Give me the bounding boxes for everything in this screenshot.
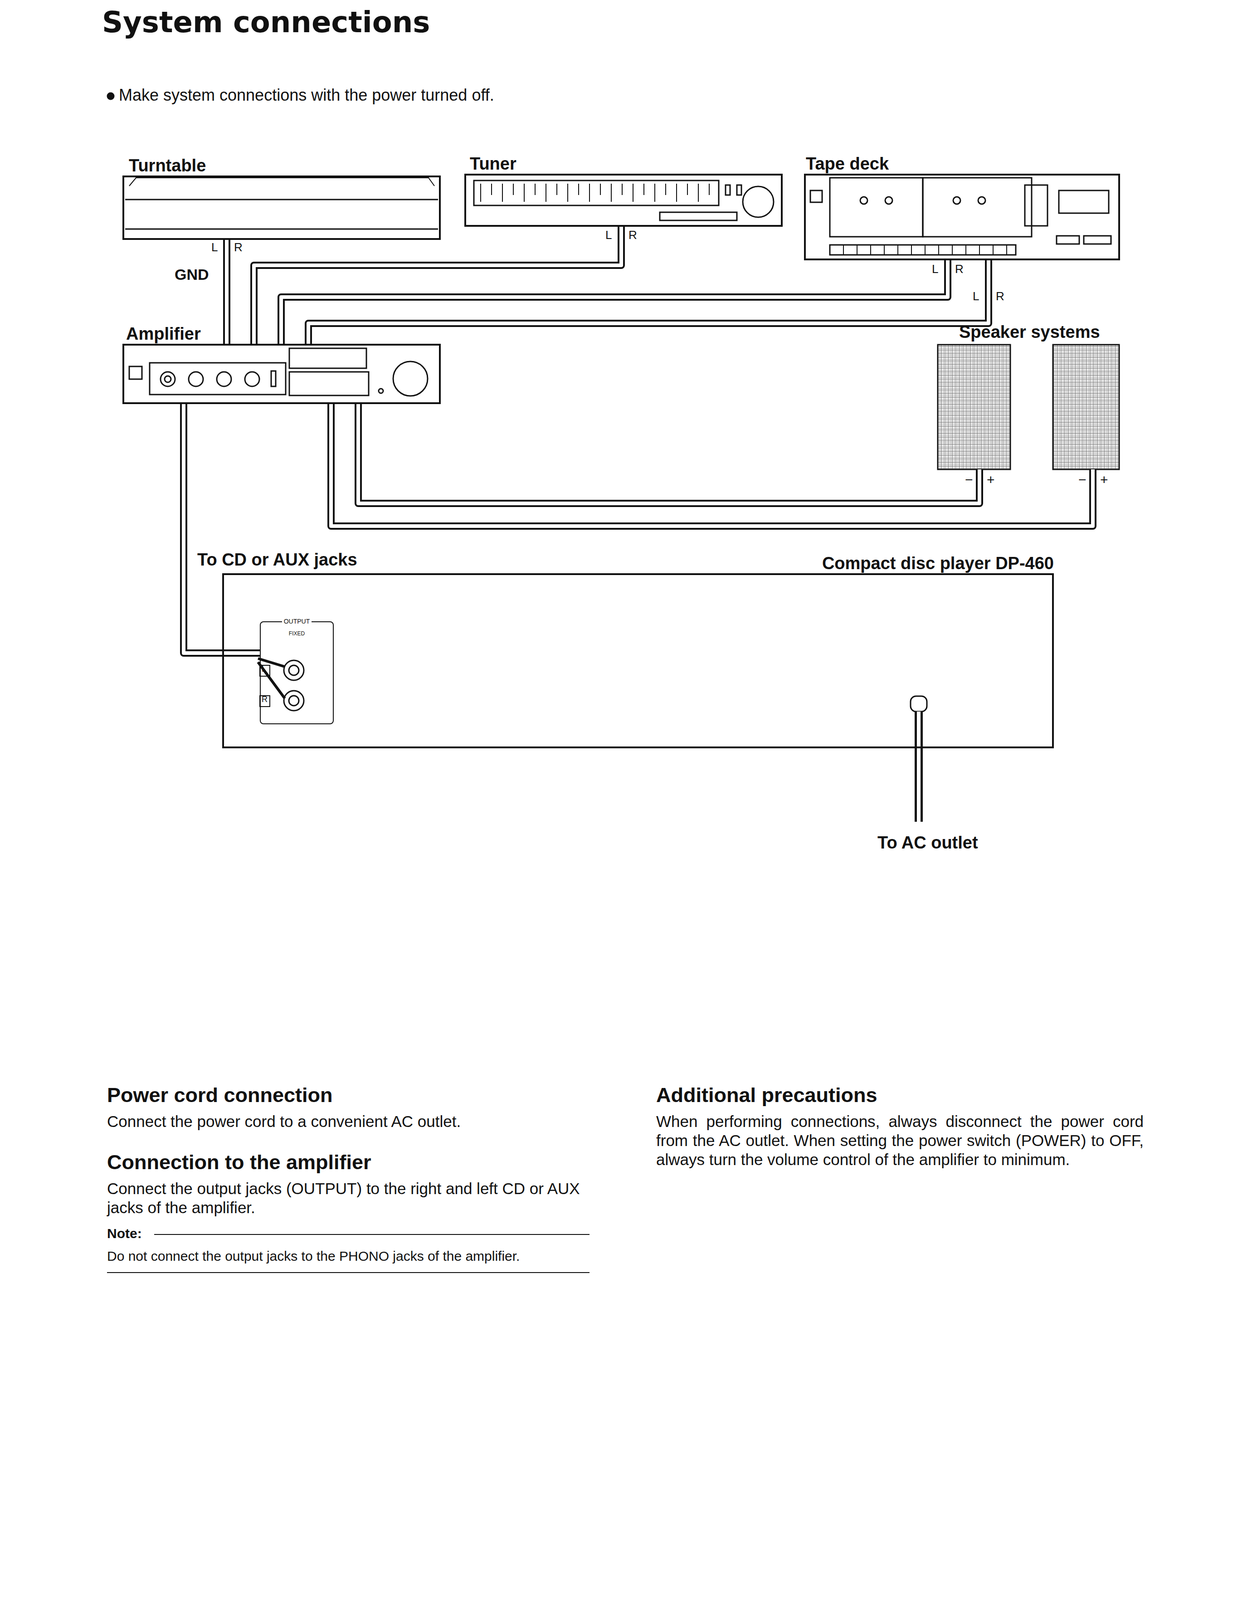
label: To AC outlet [877, 832, 979, 854]
label: L [972, 289, 980, 304]
device-box: Tuner [464, 173, 783, 227]
output-jacks [258, 658, 304, 711]
label: + [986, 471, 995, 488]
label: L [211, 240, 218, 255]
panel-title-text: OUTPUT [282, 617, 312, 625]
tape-deck-drawing [810, 177, 1111, 255]
page-title: System connections [102, 5, 430, 39]
text-block: Connection to the amplifier [107, 1149, 372, 1175]
rule [154, 1233, 590, 1235]
text-block: Note: [107, 1225, 142, 1242]
label: R [995, 289, 1005, 304]
text-block: Connect the output jacks (OUTPUT) to the… [107, 1179, 602, 1218]
cable [308, 260, 989, 344]
power-cord [910, 696, 927, 822]
cable [226, 239, 228, 344]
device-box: Amplifier [122, 343, 441, 405]
device-label: Tuner [469, 154, 517, 174]
tuner-drawing [473, 180, 774, 221]
device-label: Speaker systems [959, 322, 1101, 342]
label: R [233, 240, 243, 255]
text-block: Additional precautions [656, 1082, 878, 1108]
panel-label: FIXED [260, 630, 333, 637]
bullet [107, 92, 114, 100]
device-box: Speaker systems [936, 343, 1121, 470]
label: To CD or AUX jacks [197, 549, 358, 571]
device-box: Turntable [122, 175, 441, 240]
turntable-drawing [125, 177, 439, 229]
cable [331, 404, 1093, 527]
device-label: Turntable [128, 155, 206, 176]
device-label: Amplifier [126, 324, 201, 344]
device-box: Compact disc player DP-460OUTPUTFIXED [222, 573, 1054, 749]
text-block: Power cord connection [107, 1082, 333, 1108]
label: L [931, 262, 939, 277]
label: GND [174, 265, 210, 284]
label: R [628, 228, 638, 243]
label: R [954, 262, 964, 277]
device-box: Tape deck [803, 173, 1121, 261]
amplifier-drawing [129, 348, 428, 396]
cable [358, 404, 980, 504]
label: L [261, 664, 267, 673]
text-block: Do not connect the output jacks to the P… [107, 1247, 606, 1265]
panel-title: OUTPUT [260, 617, 333, 625]
text-block: Connect the power cord to a convenient A… [107, 1111, 602, 1131]
speaker-drawing [937, 344, 1120, 470]
label: L [605, 228, 612, 243]
label: Make system connections with the power t… [118, 85, 495, 105]
label: R [261, 695, 268, 704]
cable [281, 260, 948, 344]
rule [107, 1271, 590, 1273]
cable [183, 404, 260, 653]
label: + [1100, 471, 1109, 488]
label: − [964, 471, 974, 488]
output-panel: OUTPUTFIXED [259, 621, 334, 725]
device-label: Tape deck [805, 154, 889, 174]
text-block: When performing connections, always disc… [656, 1111, 1144, 1170]
device-label: Compact disc player DP-460 [822, 553, 1054, 574]
label: − [1078, 471, 1087, 488]
